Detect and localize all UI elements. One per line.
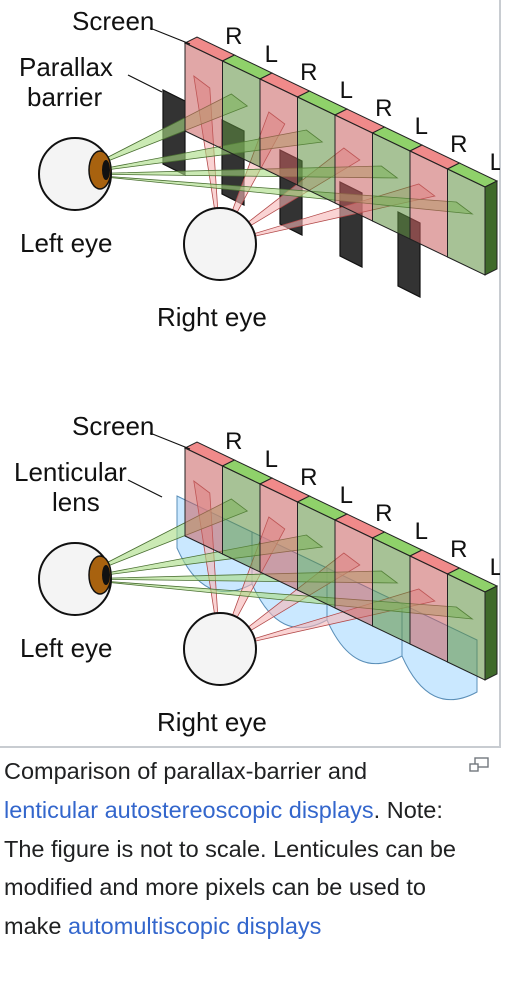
caption-text-2: . Note: The figure is not to scale. Lent… — [4, 796, 456, 940]
pixel-face — [222, 60, 261, 168]
pixel-face — [372, 132, 411, 240]
automultiscopic-displays-link[interactable]: automultiscopic displays — [68, 913, 322, 940]
right-eyeball — [183, 612, 257, 686]
parallax-barrier-label-line1: Parallax — [19, 52, 113, 82]
pixel-label-l: L — [490, 554, 500, 581]
pixel-label-r: R — [300, 464, 317, 491]
left-pupil — [102, 160, 110, 180]
figure-caption: Comparison of parallax-barrier and lenti… — [4, 752, 466, 946]
left-pupil — [102, 565, 110, 585]
pixel-face — [222, 465, 261, 573]
enlarge-icon[interactable] — [468, 757, 490, 773]
pixel-end-cap — [484, 585, 498, 681]
pixel-face — [447, 573, 486, 681]
pixel-face — [334, 519, 373, 627]
pixel-label-l: L — [265, 41, 278, 68]
pixel-label-l: L — [415, 518, 428, 545]
lenticular-lens-label-line2: lens — [52, 487, 100, 517]
left-eye-label: Left eye — [20, 633, 113, 663]
barrier-leader — [127, 74, 163, 93]
right-eyeball — [183, 207, 257, 281]
pixel-label-r: R — [225, 428, 242, 455]
lenticular-lens-label-line1: Lenticular — [14, 457, 127, 487]
pixel-face — [297, 501, 336, 609]
pixel-face — [297, 96, 336, 204]
screen-label: Screen — [72, 411, 154, 441]
pixel-face — [409, 150, 448, 258]
pixel-face — [184, 447, 223, 555]
screen-leader — [149, 27, 191, 45]
pixel-label-l: L — [415, 113, 428, 140]
screen-label: Screen — [72, 6, 154, 36]
caption-text-1: Comparison of parallax-barrier and — [4, 758, 368, 784]
pixel-label-r: R — [300, 59, 317, 86]
pixel-face — [334, 114, 373, 222]
pixel-label-r: R — [450, 536, 467, 563]
pixel-label-l: L — [265, 446, 278, 473]
pixel-face — [259, 483, 298, 591]
pixel-face — [409, 555, 448, 663]
parallax-barrier-label-line2: barrier — [27, 82, 102, 112]
barrier-leader — [127, 479, 163, 498]
pixel-label-r: R — [375, 95, 392, 122]
pixel-end-cap — [484, 180, 498, 276]
screen-leader — [149, 432, 191, 450]
lenticular-displays-link[interactable]: lenticular autostereoscopic displays — [4, 796, 374, 823]
right-eye-label: Right eye — [157, 707, 267, 737]
pixel-label-l: L — [490, 149, 500, 176]
pixel-face — [447, 168, 486, 276]
pixel-face — [259, 78, 298, 186]
pixel-label-r: R — [375, 500, 392, 527]
pixel-label-r: R — [450, 131, 467, 158]
pixel-label-l: L — [340, 77, 353, 104]
pixel-face — [372, 537, 411, 645]
left-eye-label: Left eye — [20, 228, 113, 258]
right-eye-label: Right eye — [157, 302, 267, 332]
pixel-face — [184, 42, 223, 150]
pixel-label-r: R — [225, 23, 242, 50]
pixel-label-l: L — [340, 482, 353, 509]
